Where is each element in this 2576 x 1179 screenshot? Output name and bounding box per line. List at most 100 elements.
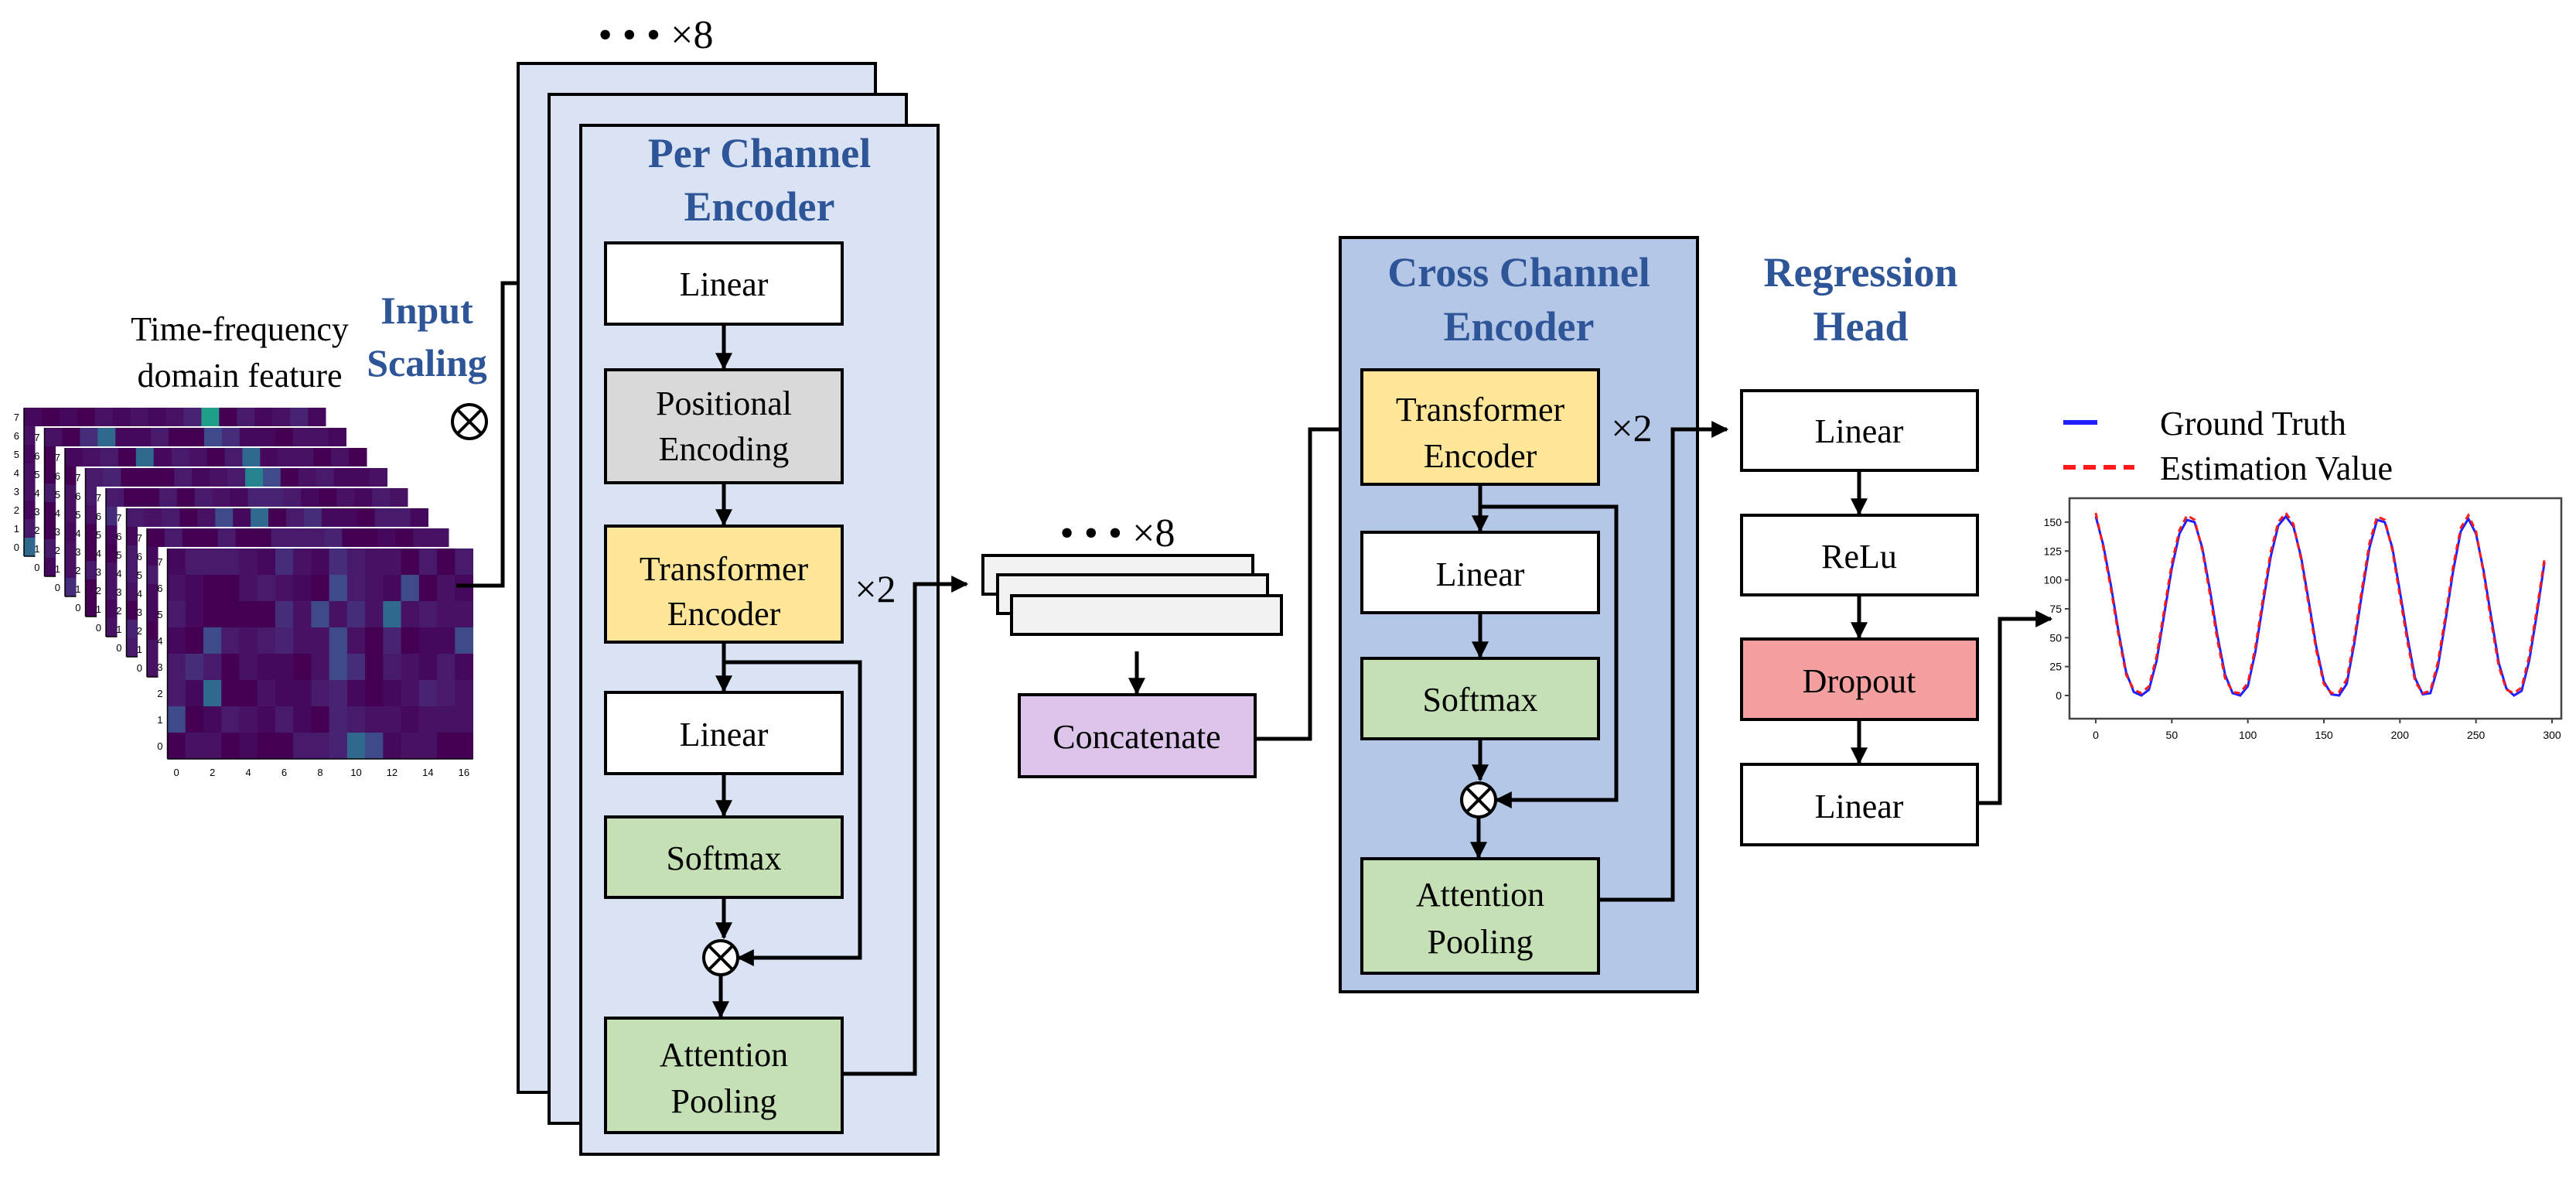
heatmap-y-tick: 2 (96, 585, 101, 596)
chart-y-tick-label: 25 (2049, 661, 2062, 673)
heatmap-y-tick: 2 (75, 565, 80, 576)
heatmap-y-tick: 1 (34, 543, 39, 555)
pc-multiply-icon (702, 939, 739, 976)
heatmap-y-tick: 4 (55, 507, 60, 519)
heatmap-y-tick: 4 (116, 568, 121, 579)
heatmap-y-tick: 7 (137, 532, 142, 544)
heatmap-y-tick: 7 (55, 452, 60, 463)
heatmap-y-tick: 0 (75, 602, 80, 613)
legend-estimation-label: Estimation Value (2160, 449, 2393, 487)
chart-x-tick-label: 0 (2093, 729, 2099, 741)
heatmap-y-tick: 3 (157, 661, 162, 673)
chart-lines (2094, 511, 2546, 697)
heatmap-y-tick: 6 (116, 531, 121, 542)
heatmap-y-tick: 0 (14, 542, 19, 553)
rh-linear1-label: Linear (1815, 412, 1904, 450)
pc-linear-label: Linear (680, 265, 769, 303)
cc-softmax-label: Softmax (1422, 681, 1537, 719)
heatmap-y-tick: 6 (34, 450, 39, 462)
pc-positional-encoding-block (604, 368, 844, 484)
heatmap-y-tick: 1 (116, 624, 121, 635)
heatmap-x-tick: 2 (210, 767, 215, 778)
heatmap-x-tick: 10 (350, 767, 361, 778)
heatmap-x-tick: 8 (317, 767, 322, 778)
pc-transformer-label-line2: Encoder (667, 595, 781, 633)
cc-attn-label-line2: Pooling (1428, 923, 1534, 961)
heatmap-y-tick: 7 (14, 412, 19, 423)
heatmap-x-tick: 4 (245, 767, 251, 778)
rh-relu-label: ReLu (1821, 538, 1897, 576)
cc-linear-label: Linear (1436, 555, 1525, 593)
heatmap-y-tick: 2 (34, 525, 39, 536)
chart-plot-frame (2068, 497, 2563, 720)
heatmap-y-tick: 7 (116, 512, 121, 524)
heatmap-y-tick: 2 (157, 688, 162, 699)
input-scaling-multiply-icon (451, 403, 488, 440)
heatmap-y-tick: 3 (34, 506, 39, 518)
heatmap-x-tick: 6 (281, 767, 287, 778)
heatmap-y-tick: 1 (55, 563, 60, 575)
heatmap-y-tick: 7 (75, 472, 80, 484)
regression-head: Regression Head Linear ReLu Dropout Line… (1740, 249, 1979, 846)
heatmap-x-tick: 0 (174, 767, 179, 778)
pc-linear2-label: Linear (680, 716, 769, 754)
chart-y-tick-label: 0 (2056, 689, 2062, 702)
pc-skip-connection (724, 660, 862, 966)
pc-positional-label-line2: Encoding (659, 430, 790, 468)
chart-x-tick-label: 150 (2315, 729, 2333, 741)
chart-x-tick-label: 50 (2166, 729, 2179, 741)
concatenate-block (1018, 693, 1257, 778)
heatmap-y-tick: 4 (75, 528, 80, 539)
heatmap-y-tick: 6 (96, 511, 101, 522)
heatmap-y-tick: 1 (157, 714, 162, 726)
rh-relu-block (1740, 514, 1979, 596)
heatmap-y-tick: 4 (34, 487, 39, 499)
heatmap-y-tick: 5 (137, 569, 142, 581)
pc-transformer-label-line1: Transformer (640, 550, 809, 588)
heatmap-y-tick: 3 (137, 607, 142, 618)
pc-times2-label: ×2 (855, 567, 896, 610)
pc-linear2-block (604, 691, 844, 775)
heatmap-y-tick: 0 (137, 662, 142, 674)
cc-linear-block (1360, 531, 1600, 614)
heatmap-y-tick: 2 (137, 625, 142, 637)
rh-linear1-block (1740, 389, 1979, 472)
concatenate-label: Concatenate (1053, 718, 1220, 756)
heatmap-y-tick: 2 (55, 545, 60, 556)
per-channel-title-line1: Per Channel (648, 130, 872, 176)
input-scaling-label-line2: Scaling (367, 341, 487, 384)
pc-attention-pooling-block (604, 1017, 844, 1134)
heatmap-y-tick: 3 (75, 546, 80, 558)
chart-y-tick-label: 150 (2044, 516, 2063, 528)
heatmap-y-tick: 7 (157, 556, 162, 568)
chart-x-tick-label: 250 (2467, 729, 2486, 741)
heatmap-y-tick: 4 (157, 635, 162, 647)
cross-channel-title-line1: Cross Channel (1387, 249, 1650, 296)
cc-softmax-block (1360, 657, 1600, 740)
heatmap-y-tick: 1 (96, 603, 101, 615)
channel-output-stack: • • • ×8 (981, 511, 1283, 636)
cc-attn-label-line1: Attention (1416, 876, 1544, 914)
arrow-concat-to-cc (1255, 421, 1363, 741)
heatmap-y-tick: 5 (75, 509, 80, 521)
pc-attn-label-line2: Pooling (671, 1082, 777, 1120)
repeat-x8-top: • • • ×8 (599, 13, 714, 57)
heatmap-y-tick: 6 (14, 430, 19, 442)
heatmap-y-tick: 0 (157, 740, 162, 752)
cc-times2-label: ×2 (1611, 406, 1652, 449)
heatmap-y-tick: 1 (75, 583, 80, 595)
heatmap-y-tick: 0 (55, 582, 60, 593)
heatmap-y-tick: 3 (14, 486, 19, 497)
heatmap-y-tick: 1 (137, 644, 142, 655)
heatmap-y-tick: 1 (14, 523, 19, 535)
heatmap-y-tick: 3 (116, 586, 121, 598)
heatmap-y-tick: 5 (55, 489, 60, 501)
chart-x-tick-label: 100 (2239, 729, 2257, 741)
rh-linear2-block (1740, 763, 1979, 846)
pc-linear-block (604, 241, 844, 326)
arrow-pc-to-stack (842, 576, 969, 1076)
arrow-cc-to-regression (1598, 421, 1729, 902)
